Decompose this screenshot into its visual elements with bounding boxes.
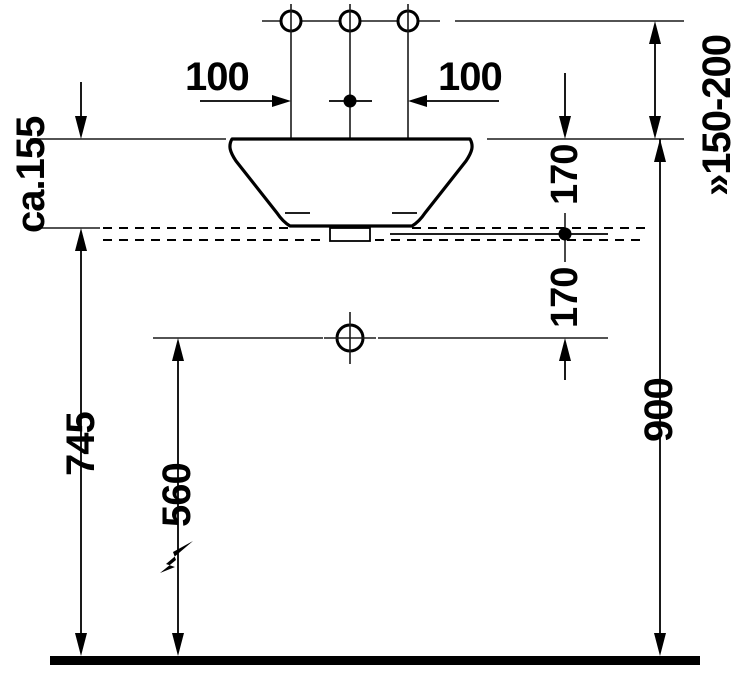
tap-spacing-dimension-right xyxy=(408,95,499,107)
drain-leader-arrow-icon xyxy=(160,541,193,573)
label-drain-to-floor: 560 xyxy=(155,463,199,527)
supply-clearance-dimension xyxy=(649,21,661,139)
drain-outlet-icon xyxy=(324,312,376,364)
label-counter-to-floor: 745 xyxy=(59,412,103,476)
drain-to-floor-dimension xyxy=(172,338,184,656)
washbasin-outline xyxy=(228,137,474,228)
waste-center-marker xyxy=(558,213,572,262)
label-waste-offset-upper: 170 xyxy=(544,145,586,205)
tap-hole-center-icon xyxy=(338,4,362,38)
waste-outlet-box xyxy=(329,227,371,242)
counter-to-floor-dimension xyxy=(75,228,87,656)
label-tap-spacing-right: 100 xyxy=(438,55,502,99)
tap-hole-extension-lines xyxy=(290,38,409,140)
tap-hole-left-icon xyxy=(279,4,303,38)
label-waste-offset-lower: 170 xyxy=(544,268,586,328)
floor-line xyxy=(50,656,700,665)
waste-upper-reference-arrow xyxy=(559,73,571,139)
tap-row-to-floor-dimension xyxy=(654,139,666,656)
tap-spacing-dimension-left xyxy=(200,95,291,107)
label-basin-height: ca.155 xyxy=(9,116,53,233)
tap-center-dot-marker xyxy=(329,94,372,108)
tap-hole-right-icon xyxy=(396,4,420,38)
waste-lower-reference-arrow xyxy=(559,338,571,380)
label-tap-row-to-floor: 900 xyxy=(637,378,681,442)
counter-underside-dashed-line xyxy=(103,233,645,241)
basin-height-dimension xyxy=(75,82,87,139)
label-supply-clearance: »150-200 xyxy=(695,35,739,196)
label-tap-spacing-left: 100 xyxy=(185,55,249,99)
